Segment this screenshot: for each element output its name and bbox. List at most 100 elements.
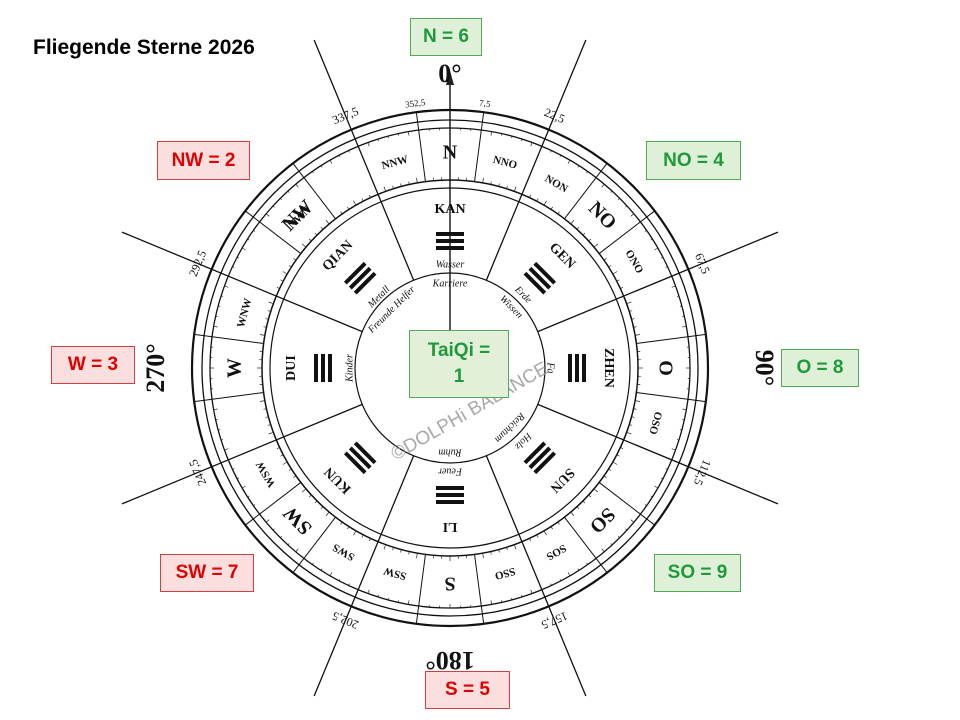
sub-line — [598, 482, 655, 526]
trigram-name: GEN — [546, 240, 578, 272]
tick-inner — [557, 211, 560, 215]
trigram-line — [436, 500, 464, 504]
trigram-line — [348, 446, 372, 470]
tick — [521, 139, 523, 142]
tick — [224, 448, 229, 451]
tick-inner — [263, 408, 267, 410]
tick — [232, 266, 235, 268]
ring-0 — [190, 108, 710, 628]
sub-line — [636, 392, 706, 403]
trigram-line — [314, 354, 318, 382]
tick — [236, 256, 240, 259]
trigram-symbol — [523, 441, 557, 475]
tick-inner — [598, 482, 602, 485]
tick-inner — [582, 232, 586, 236]
main-direction-label: O — [654, 360, 676, 376]
element-note: Holz — [512, 430, 534, 452]
trigram-line — [436, 486, 464, 490]
tick-inner — [550, 526, 553, 530]
sub-direction-label: OSO — [646, 410, 664, 436]
tick-inner — [612, 271, 618, 275]
tick-inner — [308, 494, 312, 498]
tick-inner — [416, 553, 418, 559]
trigram-symbol — [343, 261, 377, 295]
tick-inner — [521, 191, 524, 195]
tick-inner — [543, 200, 547, 206]
tick-inner — [268, 431, 274, 435]
star-northeast: NO = 4 — [646, 141, 741, 180]
tick — [218, 429, 221, 431]
degree-label: 90° — [750, 350, 779, 386]
tick — [654, 247, 659, 251]
tick-inner — [626, 431, 632, 435]
tick — [601, 183, 605, 188]
star-southwest: SW = 7 — [160, 554, 254, 592]
sub-line — [415, 112, 426, 182]
star-center: TaiQi = 1 — [409, 330, 509, 398]
tick-inner — [623, 439, 627, 442]
tick-inner — [513, 544, 517, 550]
tick — [224, 285, 229, 288]
fine-tick-label: 7,5 — [479, 98, 492, 109]
star-southeast: SO = 9 — [654, 554, 741, 592]
tick-inner — [564, 516, 567, 520]
element-note: Fa — [545, 361, 556, 373]
tick — [236, 477, 240, 480]
tick-inner — [603, 258, 607, 261]
tick — [610, 543, 613, 546]
sub-line — [194, 392, 264, 403]
sub-line — [636, 333, 706, 344]
tick — [367, 142, 370, 147]
tick-inner — [633, 326, 637, 328]
tick-inner — [263, 326, 267, 328]
sub-direction-label: SSW — [382, 564, 408, 582]
tick — [644, 230, 647, 232]
trigram-line — [523, 271, 547, 295]
tick — [586, 562, 588, 565]
trigram-line — [533, 261, 557, 285]
trigram-line — [348, 266, 372, 290]
tick-inner — [340, 521, 343, 525]
sector-line-7 — [313, 39, 415, 281]
tick — [671, 448, 676, 451]
tick — [669, 275, 672, 278]
tick-inner — [536, 534, 539, 538]
tick — [228, 458, 231, 461]
trigram-name: SUN — [547, 465, 577, 495]
tick — [357, 587, 360, 590]
tick — [213, 325, 218, 328]
outer-tick-label: 247,5 — [186, 457, 209, 487]
tick-inner — [333, 216, 336, 220]
page-title: Fliegende Sterne 2026 — [33, 36, 255, 59]
main-direction-label: N — [443, 142, 458, 164]
tick-inner — [301, 488, 307, 493]
tick — [601, 548, 605, 553]
tick — [377, 139, 379, 142]
tick-inner — [620, 447, 624, 450]
tick-inner — [320, 506, 324, 510]
tick — [676, 295, 679, 297]
tick-inner — [280, 279, 284, 282]
tick-inner — [314, 232, 318, 236]
tick — [638, 512, 641, 515]
sub-direction-label: SWS — [331, 541, 357, 563]
tick-inner — [598, 251, 602, 254]
tick-inner — [612, 461, 618, 465]
tick-inner — [620, 286, 624, 289]
tick-inner — [616, 454, 620, 457]
star-northwest: NW = 2 — [157, 141, 250, 180]
tick — [654, 485, 659, 489]
tick — [303, 177, 306, 180]
tick — [329, 159, 333, 164]
tick-inner — [301, 243, 307, 248]
tick-inner — [498, 549, 500, 553]
tick-inner — [626, 301, 632, 305]
tick — [559, 154, 562, 158]
tick — [644, 504, 647, 506]
sub-direction-label: SOS — [544, 542, 568, 563]
trigram-name: QIAN — [320, 238, 356, 274]
sub-line — [564, 163, 608, 220]
star-south: S = 5 — [425, 671, 510, 709]
tick — [253, 504, 256, 506]
tick — [312, 562, 314, 565]
